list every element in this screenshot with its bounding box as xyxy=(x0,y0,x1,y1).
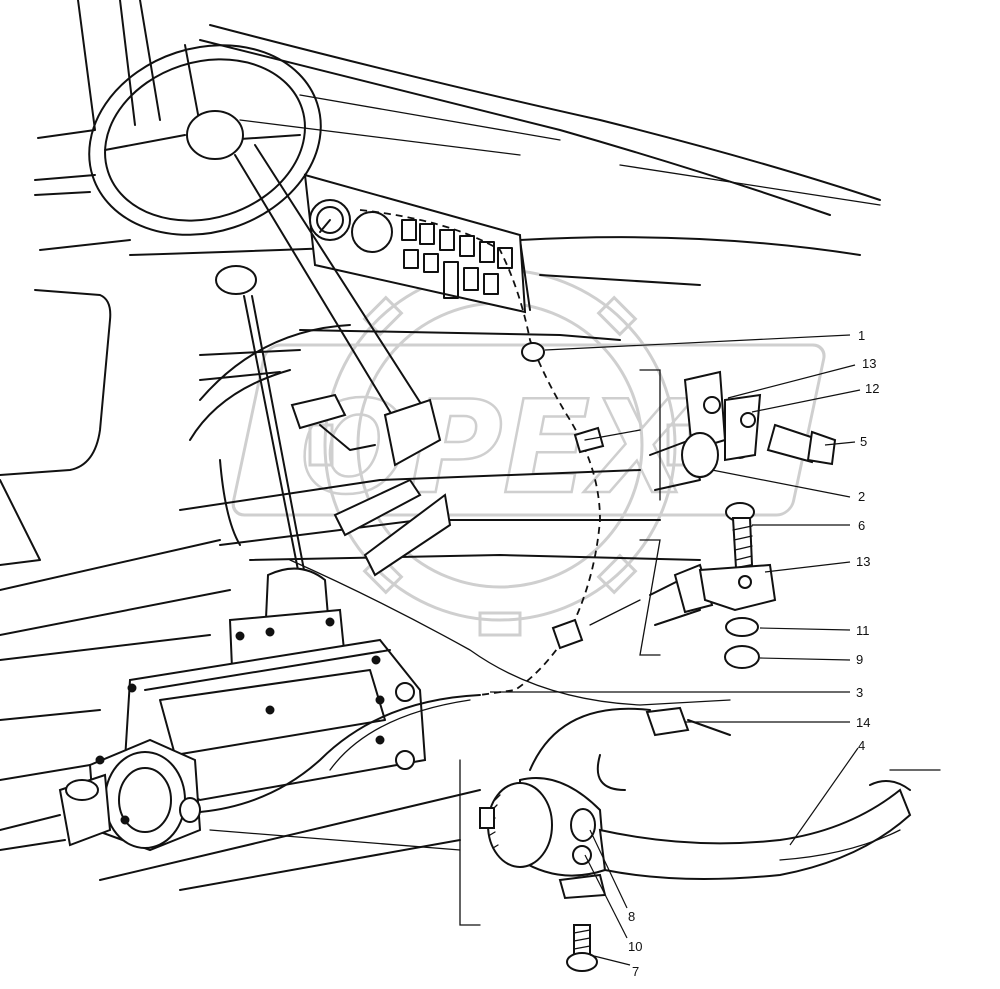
leader-lines xyxy=(490,334,861,966)
watermark-text: OPEX xyxy=(300,374,694,523)
callout-labels: 1 13 12 5 2 6 13 11 9 3 14 4 8 10 7 xyxy=(628,328,879,979)
callout-6: 6 xyxy=(858,518,865,533)
callout-9: 9 xyxy=(856,652,863,667)
detail-gearbox-connector xyxy=(209,706,941,972)
callout-13-lower: 13 xyxy=(856,554,870,569)
callout-1: 1 xyxy=(858,328,865,343)
speedometer-cable xyxy=(199,209,731,813)
pedals xyxy=(290,393,452,577)
callout-3: 3 xyxy=(856,685,863,700)
callout-10: 10 xyxy=(628,939,642,954)
callout-14: 14 xyxy=(856,715,870,730)
callout-2: 2 xyxy=(858,489,865,504)
gearbox xyxy=(0,608,427,852)
cab-interior xyxy=(0,0,881,891)
detail-clamp-upper xyxy=(584,369,837,570)
callout-4: 4 xyxy=(858,738,865,753)
callout-12: 12 xyxy=(865,381,879,396)
callout-5: 5 xyxy=(860,434,867,449)
opex-watermark: OPEX xyxy=(231,253,826,637)
callout-11: 11 xyxy=(856,623,870,638)
steering-wheel xyxy=(88,44,442,467)
detail-clamp-lower xyxy=(589,539,777,669)
callout-13-upper: 13 xyxy=(862,356,876,371)
callout-7: 7 xyxy=(632,964,639,979)
callout-8: 8 xyxy=(628,909,635,924)
